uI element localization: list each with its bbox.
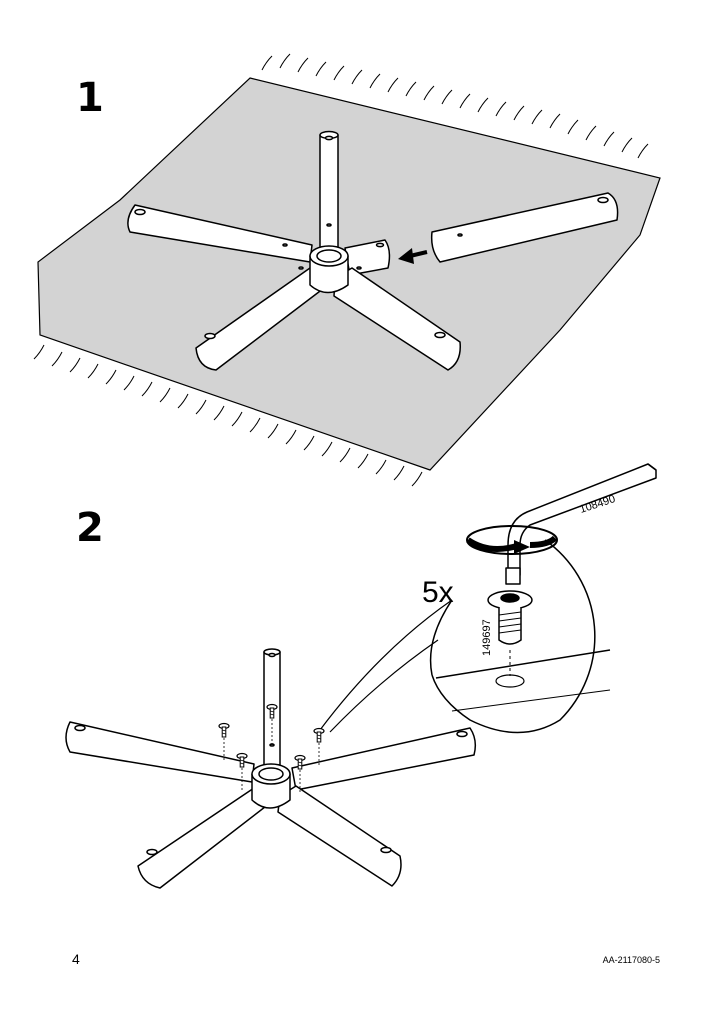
base-leg-icon [430,192,619,263]
insert-arrow-icon [398,248,428,264]
screw-part-number: 149697 [481,619,493,656]
document-code: AA-2117080-5 [602,955,660,965]
step-1-number: 1 [76,75,104,121]
screw-icon [487,590,533,645]
screw-icon [218,703,325,792]
allen-key-icon [505,463,657,585]
page-number: 4 [72,951,80,967]
star-base-icon [65,648,477,889]
star-base-icon [127,130,461,371]
step-2-number: 2 [76,505,104,551]
quantity-label: 5x [422,576,454,609]
rotate-arrow-icon [466,525,558,555]
detail-callout [319,539,611,735]
